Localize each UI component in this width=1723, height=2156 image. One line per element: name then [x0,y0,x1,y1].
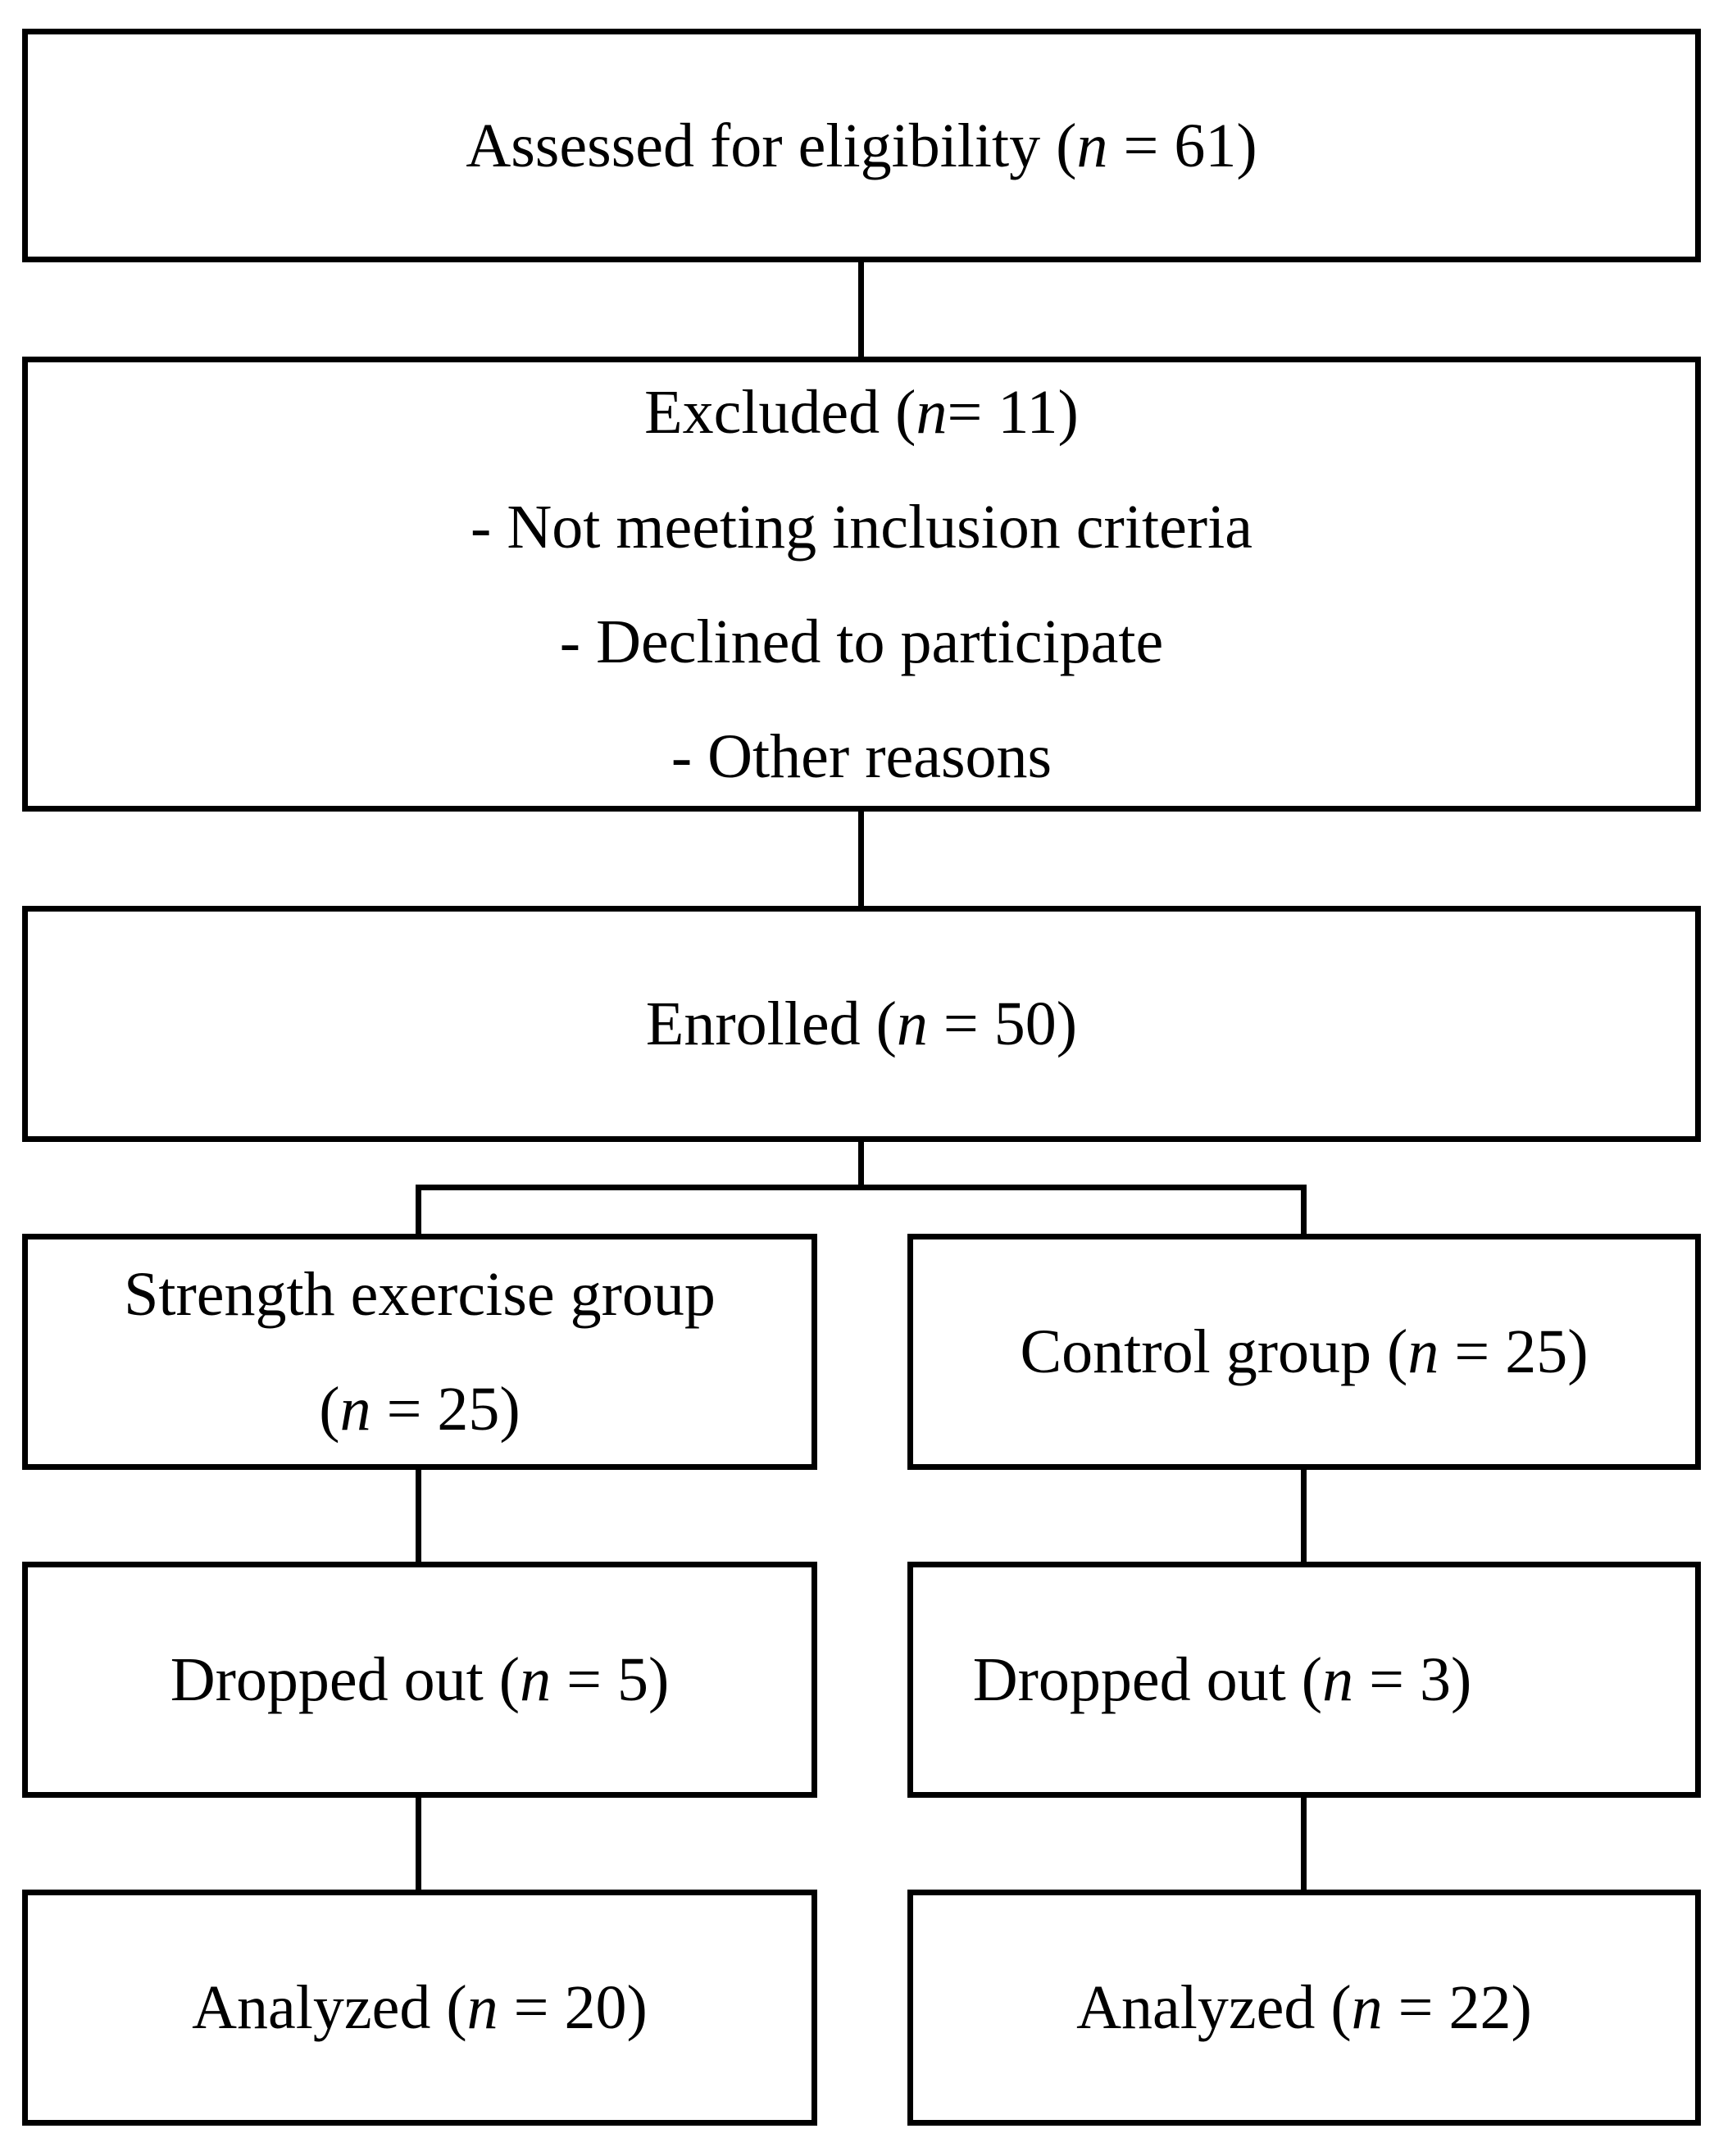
connector-branch-right [1301,1185,1307,1238]
strength-dropped-box: Dropped out (n = 5) [22,1562,817,1798]
excluded-heading: Excluded (n= 11) [644,355,1079,470]
strength-dropped-n-symbol: n [520,1645,552,1714]
control-dropped-box: Dropped out (n = 3) [907,1562,1701,1798]
strength-dropped-label: Dropped out ( [170,1645,521,1714]
strength-analyzed-text: Analyzed (n = 20) [192,1950,648,2065]
excluded-label: Excluded ( [644,377,916,447]
control-analyzed-value: = 22) [1382,1973,1532,2042]
strength-group-value: = 25) [371,1375,521,1444]
control-dropped-text: Dropped out (n = 3) [973,1622,1472,1737]
strength-analyzed-n-symbol: n [466,1973,498,2042]
assessed-label: Assessed for eligibility ( [466,111,1077,180]
strength-group-count: (n = 25) [319,1352,520,1467]
control-group-value: = 25) [1439,1317,1589,1386]
control-group-text: Control group (n = 25) [1020,1294,1588,1409]
strength-analyzed-value: = 20) [498,1973,648,2042]
connector-branch-left [416,1185,421,1238]
control-analyzed-n-symbol: n [1351,1973,1383,2042]
excluded-reason: - Not meeting inclusion criteria [471,492,1252,562]
control-analyzed-label: Analyzed ( [1076,1973,1352,2042]
strength-group-label: Strength exercise group [124,1260,716,1329]
enrolled-n-symbol: n [896,989,928,1058]
control-group-box: Control group (n = 25) [907,1234,1701,1470]
strength-group-n-symbol: n [339,1375,371,1444]
excluded-value: = 11) [947,377,1079,447]
enrolled-label: Enrolled ( [645,989,897,1058]
assessed-n-symbol: n [1076,111,1108,180]
connector-excluded-enrolled [858,810,864,908]
control-group-label: Control group ( [1020,1317,1408,1386]
excluded-n-symbol: n [916,377,948,447]
connector-control-analyzed [1301,1795,1307,1894]
enrolled-box: Enrolled (n = 50) [22,906,1701,1142]
control-group-n-symbol: n [1407,1317,1439,1386]
assessed-value: = 61) [1107,111,1257,180]
assessed-box: Assessed for eligibility (n = 61) [22,29,1701,262]
connector-assessed-excluded [858,261,864,359]
strength-dropped-text: Dropped out (n = 5) [170,1622,670,1737]
strength-group-open: ( [319,1375,340,1444]
strength-analyzed-box: Analyzed (n = 20) [22,1890,817,2126]
connector-enrolled-branch [858,1139,864,1189]
excluded-reason: - Declined to participate [559,607,1164,676]
assessed-text: Assessed for eligibility (n = 61) [466,89,1257,203]
connector-strength-dropped [416,1467,421,1566]
excluded-box: Excluded (n= 11) - Not meeting inclusion… [22,357,1701,812]
strength-dropped-value: = 5) [551,1645,670,1714]
strength-group-box: Strength exercise group (n = 25) [22,1234,817,1470]
excluded-reason: - Other reasons [671,721,1052,791]
control-analyzed-text: Analyzed (n = 22) [1076,1950,1532,2065]
strength-analyzed-label: Analyzed ( [192,1973,467,2042]
connector-control-dropped [1301,1467,1307,1566]
enrolled-value: = 50) [927,989,1078,1058]
control-dropped-label: Dropped out ( [972,1645,1323,1714]
control-dropped-value: = 3) [1353,1645,1472,1714]
control-dropped-n-symbol: n [1322,1645,1354,1714]
connector-branch-horizontal [416,1185,1307,1190]
enrolled-text: Enrolled (n = 50) [646,967,1077,1081]
control-analyzed-box: Analyzed (n = 22) [907,1890,1701,2126]
connector-strength-analyzed [416,1795,421,1894]
